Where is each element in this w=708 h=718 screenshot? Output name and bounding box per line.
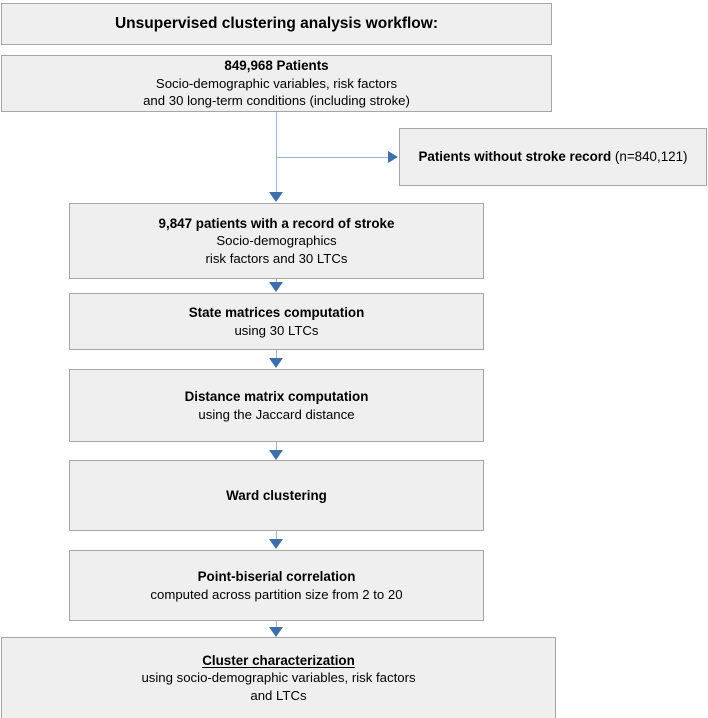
- connector-state-to-distance-arrow: [269, 358, 283, 368]
- title-box: Unsupervised clustering analysis workflo…: [1, 3, 552, 45]
- cohort-box-line3: and 30 long-term conditions (including s…: [143, 93, 410, 109]
- connector-distance-to-ward-line: [276, 442, 277, 454]
- connector-split-to-excluded-line: [276, 157, 390, 158]
- state-matrices-box: State matrices computation using 30 LTCs: [69, 293, 484, 350]
- excluded-box-text: Patients without stroke record (n=840,12…: [418, 146, 687, 167]
- connector-distance-to-ward-arrow: [269, 450, 283, 460]
- connector-correlation-to-characterization-arrow: [269, 627, 283, 637]
- excluded-box: Patients without stroke record (n=840,12…: [399, 128, 707, 186]
- ward-clustering-box-heading: Ward clustering: [226, 487, 327, 503]
- cluster-characterization-box-line2: using socio-demographic variables, risk …: [141, 670, 416, 686]
- connector-stroke-to-state-line: [276, 279, 277, 283]
- state-matrices-box-heading: State matrices computation: [188, 304, 365, 320]
- connector-stroke-to-state-arrow: [269, 282, 283, 292]
- correlation-box-heading: Point-biserial correlation: [197, 568, 356, 584]
- cluster-characterization-box-heading: Cluster characterization: [202, 652, 355, 668]
- ward-clustering-box: Ward clustering: [69, 460, 484, 531]
- stroke-cohort-box-line2: Socio-demographics: [216, 233, 337, 249]
- connector-cohort-to-stroke-arrow: [269, 192, 283, 202]
- connector-ward-to-correlation-line: [276, 531, 277, 545]
- state-matrices-box-line2: using 30 LTCs: [234, 322, 319, 338]
- stroke-cohort-box: 9,847 patients with a record of stroke S…: [69, 203, 484, 279]
- connector-split-to-excluded-arrow: [388, 151, 398, 163]
- cluster-characterization-box-line3: and LTCs: [250, 687, 307, 703]
- cohort-box-line2: Socio-demographic variables, risk factor…: [155, 75, 398, 91]
- cohort-box-heading: 849,968 Patients: [224, 58, 329, 74]
- distance-matrix-box: Distance matrix computation using the Ja…: [69, 369, 484, 442]
- connector-ward-to-correlation-arrow: [269, 539, 283, 549]
- connector-state-to-distance-line: [276, 350, 277, 362]
- cohort-box: 849,968 Patients Socio-demographic varia…: [1, 55, 552, 112]
- excluded-box-heading: Patients without stroke record: [418, 149, 612, 165]
- connector-correlation-to-characterization-line: [276, 621, 277, 631]
- distance-matrix-box-line2: using the Jaccard distance: [198, 406, 355, 422]
- correlation-box: Point-biserial correlation computed acro…: [69, 550, 484, 621]
- excluded-box-count: (n=840,121): [614, 149, 688, 165]
- distance-matrix-box-heading: Distance matrix computation: [184, 388, 369, 404]
- correlation-box-line2: computed across partition size from 2 to…: [150, 586, 403, 602]
- stroke-cohort-box-line3: risk factors and 30 LTCs: [205, 250, 348, 266]
- stroke-cohort-box-heading: 9,847 patients with a record of stroke: [158, 215, 395, 231]
- cluster-characterization-box: Cluster characterization using socio-dem…: [1, 637, 556, 718]
- page-title: Unsupervised clustering analysis workflo…: [114, 14, 438, 32]
- connector-cohort-to-stroke-line: [276, 112, 277, 192]
